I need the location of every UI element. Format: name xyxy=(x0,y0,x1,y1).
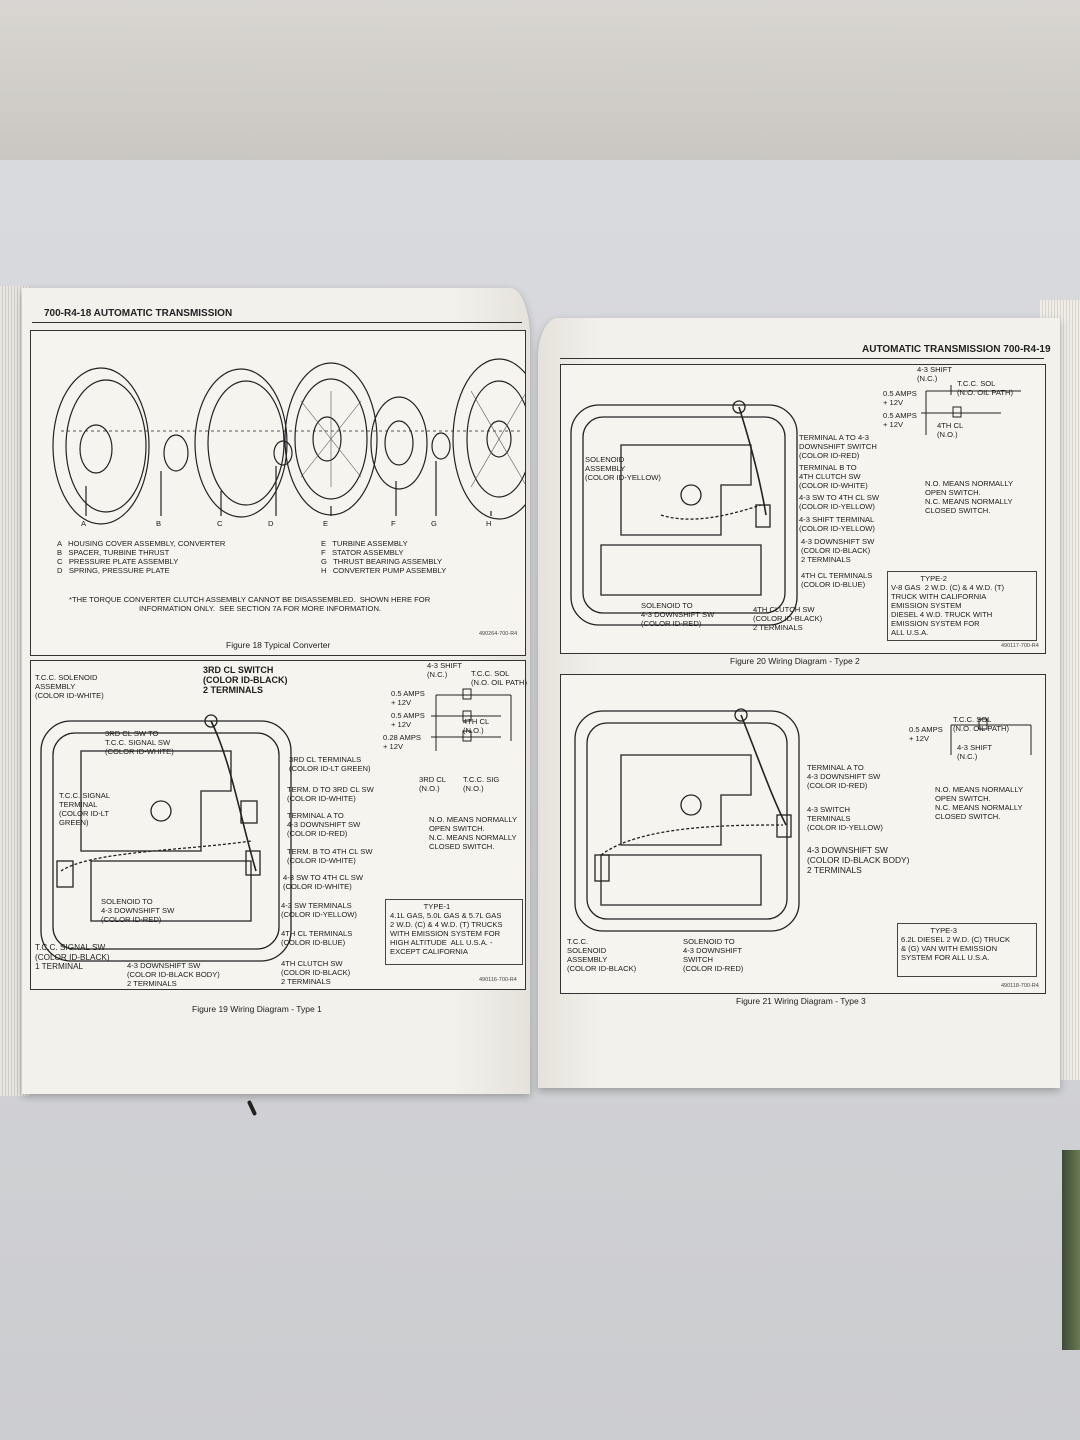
legend-d: D SPRING, PRESSURE PLATE xyxy=(57,566,170,575)
left-page: 700-R4-18 AUTOMATIC TRANSMISSION xyxy=(22,288,530,1094)
label-b: B xyxy=(156,519,162,528)
type1-box: TYPE-1 4.1L GAS, 5.0L GAS & 5.7L GAS 2 W… xyxy=(385,899,523,965)
header-rule xyxy=(32,322,522,323)
tcc-signal-terminal-label: T.C.C. SIGNAL TERMINAL (COLOR ID-LT GREE… xyxy=(59,791,111,827)
figure-19-panel: T.C.C. SOLENOID ASSEMBLY (COLOR ID-WHITE… xyxy=(30,660,527,990)
schematic-43-shift: 4-3 SHIFT (N.C.) xyxy=(427,661,463,679)
label-d: D xyxy=(268,519,274,528)
figure-18-caption: Figure 18 Typical Converter xyxy=(226,640,331,650)
converter-exploded-illustration xyxy=(52,358,525,525)
figure-21-caption: Figure 21 Wiring Diagram - Type 3 xyxy=(736,996,866,1006)
solenoid-to-label: SOLENOID TO 4-3 DOWNSHIFT SW (COLOR ID-R… xyxy=(641,601,715,628)
third-cl-switch-label: 3RD CL SWITCH (COLOR ID-BLACK) 2 TERMINA… xyxy=(203,665,288,695)
label-f: F xyxy=(391,519,396,528)
schematic-43-shift: 4-3 SHIFT (N.C.) xyxy=(957,743,993,761)
solenoid-to-label: SOLENOID TO 4-3 DOWNSHIFT SW (COLOR ID-R… xyxy=(101,897,175,924)
figure-20-panel: SOLENOID ASSEMBLY (COLOR ID-YELLOW) TERM… xyxy=(560,364,1046,654)
term-d-label: TERM. D TO 3RD CL SW (COLOR ID-WHITE) xyxy=(287,785,374,803)
wiring-diagram-type2 xyxy=(570,385,1021,626)
schematic-43-shift: 4-3 SHIFT (N.C.) xyxy=(917,365,953,383)
schematic-amps-1: 0.5 AMPS + 12V xyxy=(391,689,425,707)
downshift-sw-label: 4-3 DOWNSHIFT SW (COLOR ID-BLACK BODY) 2… xyxy=(807,845,910,875)
downshift-sw-label: 4-3 DOWNSHIFT SW (COLOR ID-BLACK BODY) 2… xyxy=(127,961,220,988)
legend-a: A HOUSING COVER ASSEMBLY, CONVERTER xyxy=(57,539,226,548)
sw43-terminals-label: 4-3 SW TERMINALS (COLOR ID-YELLOW) xyxy=(281,901,357,919)
wiring-diagram-type1 xyxy=(40,688,512,962)
wiring-diagram-type3 xyxy=(574,708,1032,932)
no-nc-legend: N.O. MEANS NORMALLY OPEN SWITCH. N.C. ME… xyxy=(429,815,518,851)
schematic-amps-2: 0.5 AMPS + 12V xyxy=(391,711,425,729)
terminal-a-label: TERMINAL A TO 4-3 DOWNSHIFT SW (COLOR ID… xyxy=(807,763,881,790)
page-header: 700-R4-18 AUTOMATIC TRANSMISSION xyxy=(44,308,233,319)
figure-code: 490118-700-R4 xyxy=(1001,983,1039,989)
figure-18-panel: A B C D E F G H A HOUSING COVER ASSEMBLY… xyxy=(30,330,526,656)
page-header: AUTOMATIC TRANSMISSION 700-R4-19 xyxy=(862,344,1051,355)
solenoid-assembly-label: SOLENOID ASSEMBLY (COLOR ID-YELLOW) xyxy=(585,455,661,482)
converter-note-line1: *THE TORQUE CONVERTER CLUTCH ASSEMBLY CA… xyxy=(69,595,431,604)
label-e: E xyxy=(323,519,329,528)
schematic-tcc-sol: T.C.C. SOL (N.O. OIL PATH) xyxy=(957,379,1013,397)
figure-code: 490117-700-R4 xyxy=(1001,643,1039,649)
fourth-clutch-sw-label: 4TH CLUTCH SW (COLOR ID-BLACK) 2 TERMINA… xyxy=(281,959,351,986)
schematic-4th-cl: 4TH CL (N.O.) xyxy=(937,421,964,439)
third-cl-sw-to-label: 3RD CL SW TO T.C.C. SIGNAL SW (COLOR ID-… xyxy=(105,729,174,756)
schematic-tcc-sol: T.C.C. SOL (N.O. OIL PATH) xyxy=(471,669,527,687)
label-c: C xyxy=(217,519,223,528)
tcc-solenoid-label: T.C.C. SOLENOID ASSEMBLY (COLOR ID-BLACK… xyxy=(567,937,637,973)
type2-box: TYPE-2 V-8 GAS 2 W.D. (C) & 4 W.D. (T) T… xyxy=(887,571,1037,641)
fourth-cl-terminals-label: 4TH CL TERMINALS (COLOR ID-BLUE) xyxy=(801,571,873,589)
shift-terminal-label: 4-3 SHIFT TERMINAL (COLOR ID-YELLOW) xyxy=(799,515,875,533)
legend-e: E TURBINE ASSEMBLY xyxy=(321,539,408,548)
schematic-tcc-sol: T.C.C. SOL (N.O. OIL PATH) xyxy=(953,715,1009,733)
solenoid-to-label: SOLENOID TO 4-3 DOWNSHIFT SWITCH (COLOR … xyxy=(683,937,744,973)
schematic-amps-1: 0.5 AMPS + 12V xyxy=(883,389,917,407)
type1-text: TYPE-1 4.1L GAS, 5.0L GAS & 5.7L GAS 2 W… xyxy=(390,902,503,956)
legend-g: G THRUST BEARING ASSEMBLY xyxy=(321,557,443,566)
figure-20-caption: Figure 20 Wiring Diagram - Type 2 xyxy=(730,656,860,666)
terminal-a-label: TERMINAL A TO 4-3 DOWNSHIFT SW (COLOR ID… xyxy=(287,811,361,838)
type2-text: TYPE-2 V-8 GAS 2 W.D. (C) & 4 W.D. (T) T… xyxy=(891,574,1005,637)
figure-21-panel: TERMINAL A TO 4-3 DOWNSHIFT SW (COLOR ID… xyxy=(560,674,1046,994)
sw43-terminals-label: 4-3 SWITCH TERMINALS (COLOR ID-YELLOW) xyxy=(807,805,883,832)
label-a: A xyxy=(81,519,87,528)
fourth-cl-terminals-label: 4TH CL TERMINALS (COLOR ID-BLUE) xyxy=(281,929,353,947)
figure-code: 490116-700-R4 xyxy=(479,977,517,983)
third-cl-terminals-label: 3RD CL TERMINALS (COLOR ID-LT GREEN) xyxy=(289,755,371,773)
label-g: G xyxy=(431,519,437,528)
figure-code: 490264-700-R4 xyxy=(479,631,518,637)
legend-f: F STATOR ASSEMBLY xyxy=(321,548,404,557)
schematic-amps-2: 0.5 AMPS + 12V xyxy=(883,411,917,429)
legend-b: B SPACER, TURBINE THRUST xyxy=(57,548,170,557)
downshift-sw-label: 4-3 DOWNSHIFT SW (COLOR ID-BLACK) 2 TERM… xyxy=(801,537,875,564)
schematic-4th-cl: 4TH CL (N.O.) xyxy=(463,717,490,735)
fourth-clutch-sw-label: 4TH CLUTCH SW (COLOR ID-BLACK) 2 TERMINA… xyxy=(753,605,823,632)
terminal-b-label: TERMINAL B TO 4TH CLUTCH SW (COLOR ID-WH… xyxy=(799,463,868,490)
no-nc-legend: N.O. MEANS NORMALLY OPEN SWITCH. N.C. ME… xyxy=(925,479,1014,515)
term-b-label: TERM. B TO 4TH CL SW (COLOR ID-WHITE) xyxy=(287,847,373,865)
legend-h: H CONVERTER PUMP ASSEMBLY xyxy=(321,566,447,575)
terminal-a-label: TERMINAL A TO 4-3 DOWNSHIFT SWITCH (COLO… xyxy=(799,433,877,460)
schematic-tcc-sig: T.C.C. SIG (N.O.) xyxy=(463,775,500,793)
header-rule xyxy=(560,358,1044,359)
converter-note-line2: INFORMATION ONLY. SEE SECTION 7A FOR MOR… xyxy=(139,604,382,613)
sw43-to-4th-label: 4-3 SW TO 4TH CL SW (COLOR ID-WHITE) xyxy=(283,873,364,891)
no-nc-legend: N.O. MEANS NORMALLY OPEN SWITCH. N.C. ME… xyxy=(935,785,1024,821)
legend-c: C PRESSURE PLATE ASSEMBLY xyxy=(57,557,179,566)
schematic-amps: 0.5 AMPS + 12V xyxy=(909,725,943,743)
tcc-signal-sw-label: T.C.C. SIGNAL SW (COLOR ID-BLACK) 1 TERM… xyxy=(35,943,110,971)
type3-text: TYPE-3 6.2L DIESEL 2 W.D. (C) TRUCK & (G… xyxy=(901,926,1011,962)
type3-box: TYPE-3 6.2L DIESEL 2 W.D. (C) TRUCK & (G… xyxy=(897,923,1037,977)
schematic-3rd-cl: 3RD CL (N.O.) xyxy=(419,775,447,793)
background-wall xyxy=(0,0,1080,170)
corner-object xyxy=(1062,1150,1080,1350)
tcc-solenoid-label: T.C.C. SOLENOID ASSEMBLY (COLOR ID-WHITE… xyxy=(35,673,104,700)
right-page: AUTOMATIC TRANSMISSION 700-R4-19 SOLENOI… xyxy=(538,318,1060,1088)
figure-19-caption: Figure 19 Wiring Diagram - Type 1 xyxy=(192,1004,322,1014)
label-h: H xyxy=(486,519,492,528)
schematic-amps-3: 0.28 AMPS + 12V xyxy=(383,733,421,751)
sw43-to-4th-label: 4-3 SW TO 4TH CL SW (COLOR ID-YELLOW) xyxy=(799,493,880,511)
